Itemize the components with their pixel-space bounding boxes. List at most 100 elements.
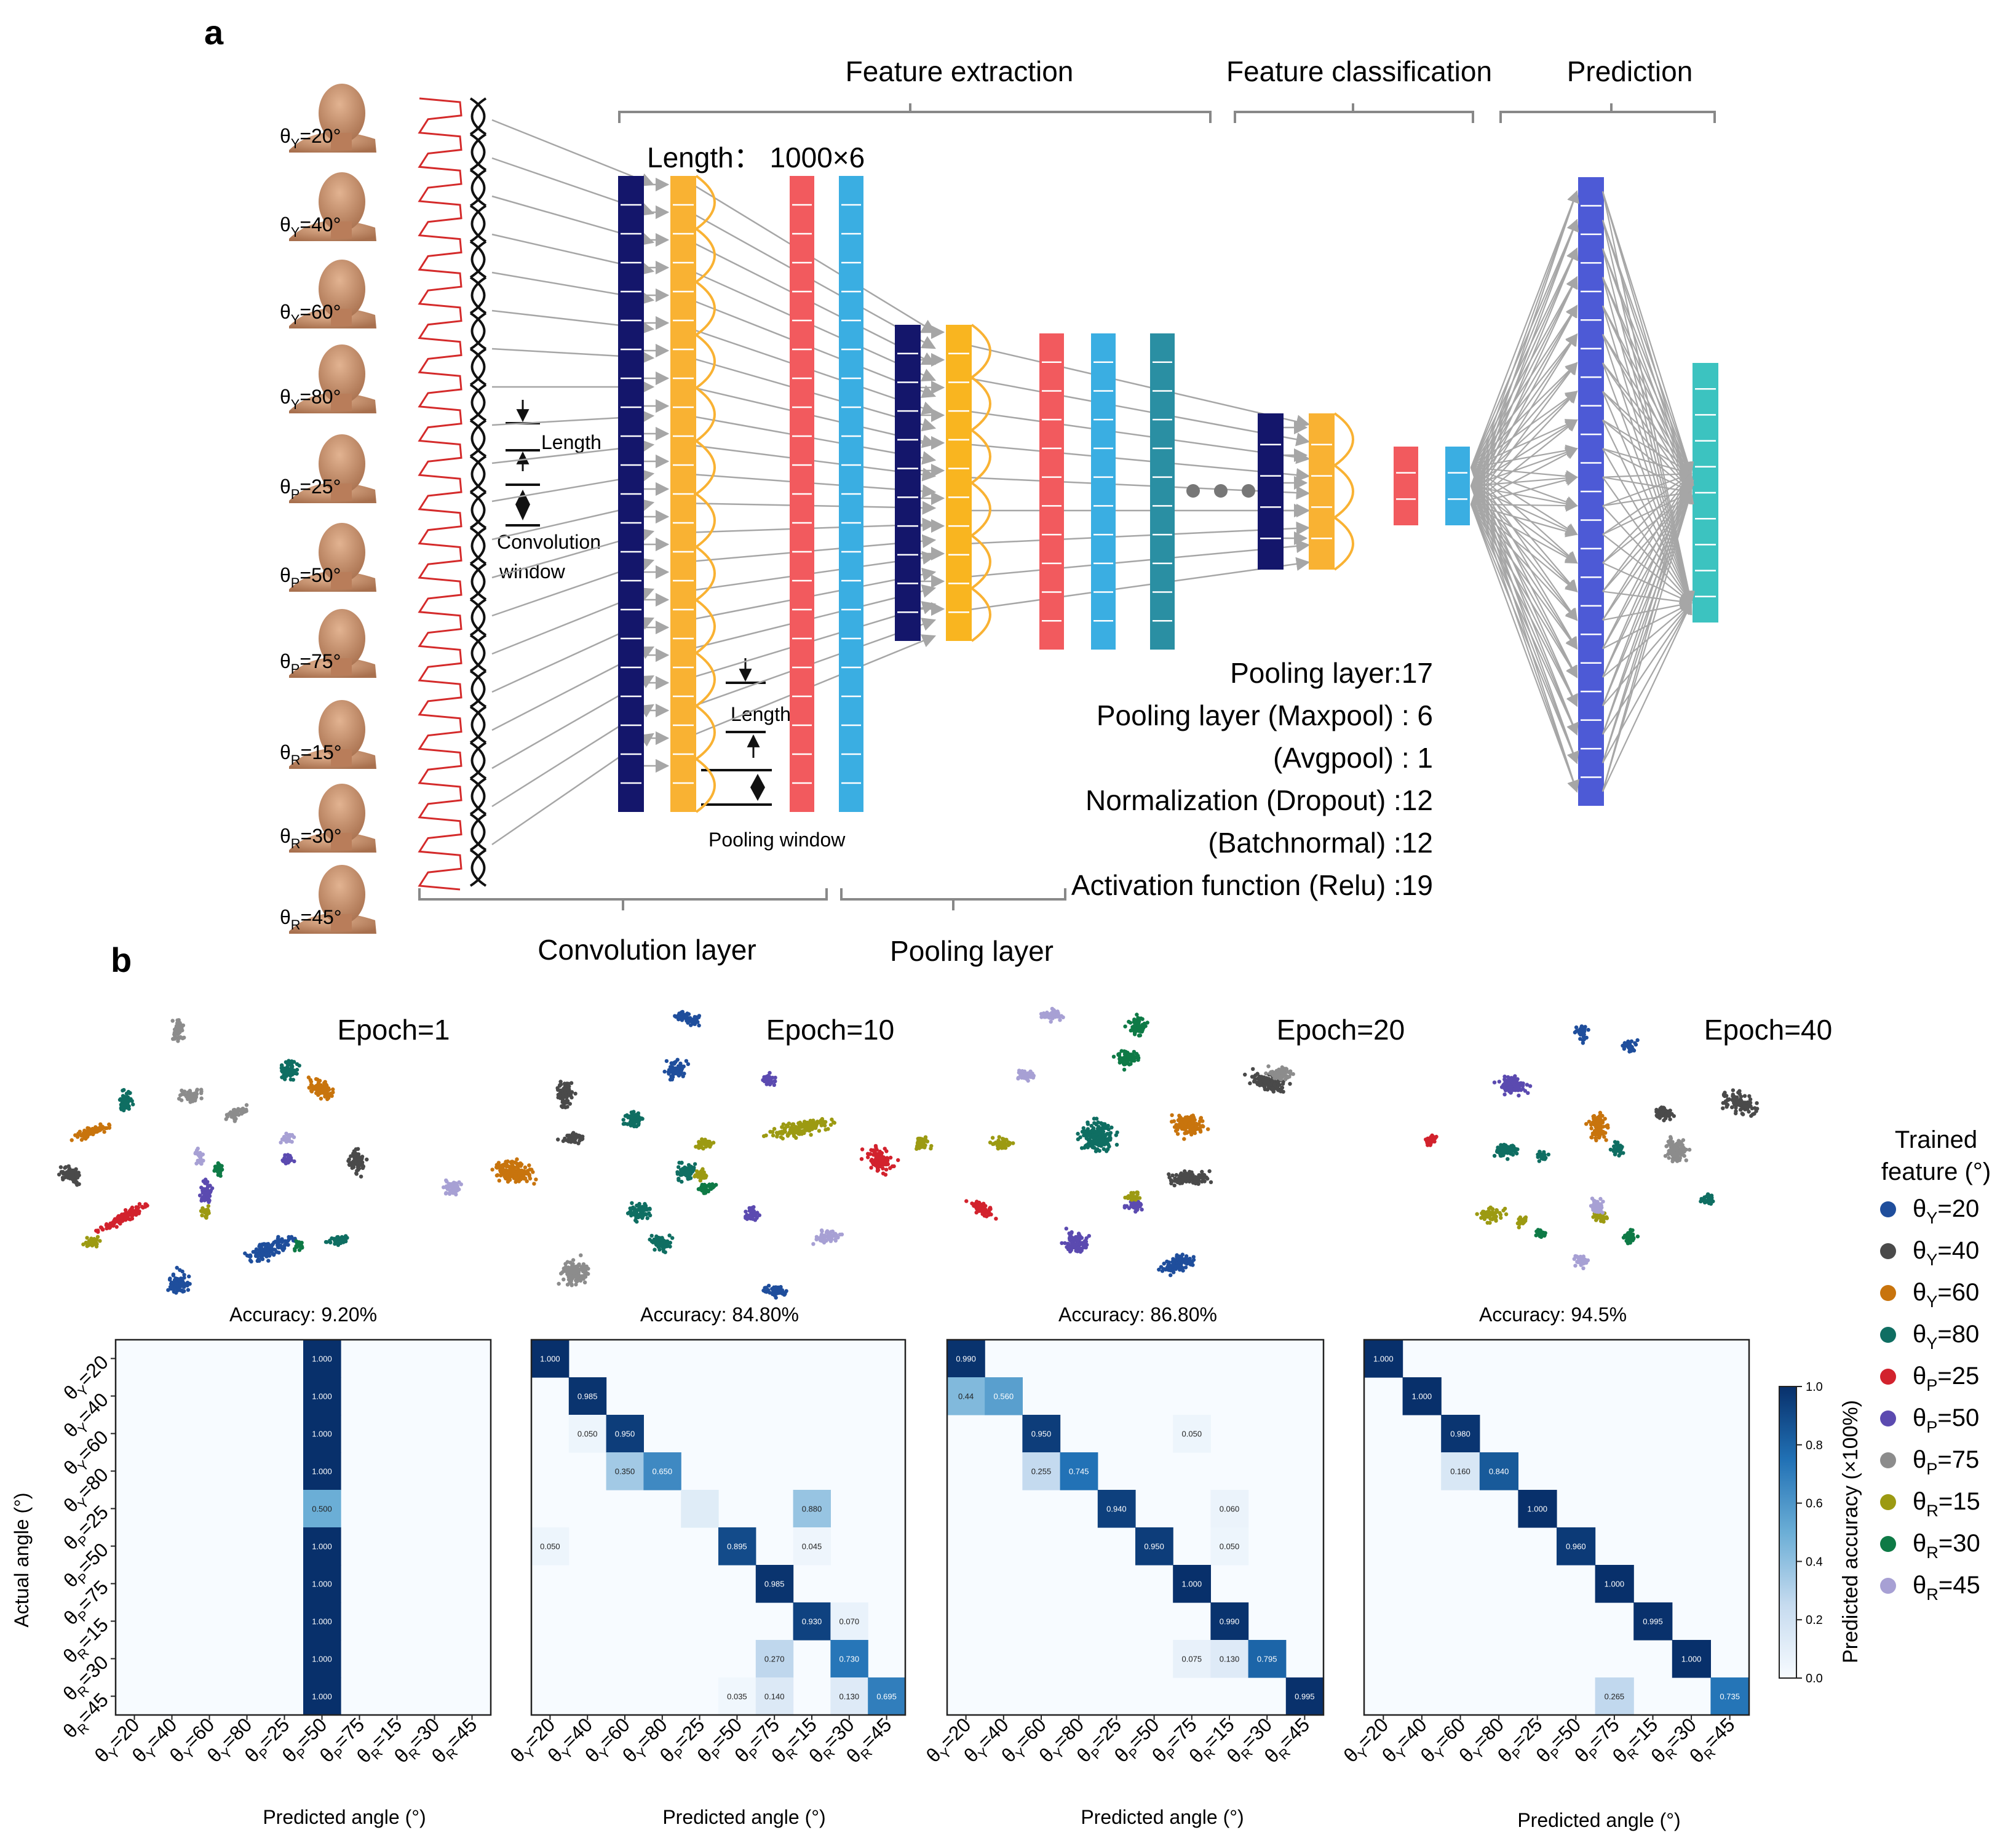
tsne-point: [306, 1075, 311, 1080]
tsne-point: [997, 1135, 1001, 1139]
tsne-point: [661, 1247, 665, 1251]
tsne-point: [170, 1019, 175, 1023]
dense-in-connection: [1470, 362, 1578, 487]
tsne-point: [1745, 1104, 1750, 1109]
tsne-point: [206, 1209, 211, 1214]
tsne-point: [1592, 1132, 1597, 1137]
tsne-point: [676, 1017, 681, 1022]
tsne-point: [194, 1091, 199, 1096]
tsne-point: [820, 1121, 825, 1126]
tsne-point: [1090, 1140, 1095, 1145]
head-label-4-sub: Y: [291, 397, 300, 412]
dense-out-connection: [1602, 467, 1693, 480]
tsne-point: [291, 1078, 295, 1082]
tsne-point: [1601, 1129, 1606, 1134]
tsne-point: [58, 1165, 63, 1169]
tsne-point: [206, 1190, 211, 1195]
tsne-cluster: [280, 1153, 296, 1166]
tsne-point: [686, 1062, 691, 1067]
tsne-point: [632, 1113, 637, 1118]
tsne-point: [286, 1156, 290, 1161]
tsne-point: [1132, 1020, 1137, 1025]
head-face: [319, 523, 365, 582]
tsne-point: [1132, 1049, 1137, 1054]
tsne-point: [1106, 1127, 1111, 1132]
tsne-point: [1424, 1139, 1429, 1143]
tsne-point: [685, 1014, 689, 1019]
tsne-point: [1505, 1149, 1509, 1153]
tsne-panel-1: [57, 1018, 369, 1295]
tsne-point: [1137, 1033, 1141, 1038]
tsne-point: [1130, 1198, 1135, 1202]
tsne-point: [1258, 1082, 1263, 1086]
dense-in-connection: [1470, 333, 1578, 487]
tsne-point: [1599, 1120, 1603, 1124]
tsne-point: [564, 1094, 568, 1099]
tsne-point: [244, 1103, 249, 1107]
tsne-point: [1752, 1112, 1756, 1116]
tsne-point: [532, 1182, 536, 1186]
tsne-point: [1174, 1172, 1179, 1177]
tsne-point: [204, 1215, 208, 1220]
pool2-window-curves-curve: [970, 324, 991, 642]
dense-out-connection: [1601, 491, 1694, 735]
tsne-point: [1286, 1070, 1291, 1074]
tsne-point: [648, 1213, 653, 1218]
head-neck: [331, 658, 352, 675]
tsne-point: [1175, 1132, 1180, 1136]
tsne-point: [704, 1188, 708, 1193]
stat-line-5: (Batchnormal) :12: [1208, 827, 1433, 859]
tsne-point: [745, 1215, 750, 1220]
tsne-point: [1265, 1088, 1270, 1092]
tsne-point: [558, 1083, 562, 1088]
tsne-point: [1620, 1145, 1624, 1149]
tsne-point: [1101, 1147, 1106, 1152]
head-label-5-value: =25°: [300, 475, 341, 498]
tsne-point: [1283, 1077, 1288, 1081]
dense-in-connection: [1470, 391, 1578, 487]
tsne-embeddings: [57, 1006, 1760, 1300]
tsne-point: [283, 1153, 287, 1158]
dense-in-connection: [1470, 419, 1578, 487]
tsne-point: [497, 1179, 501, 1183]
tsne-point: [76, 1171, 81, 1175]
tsne-point: [1098, 1132, 1102, 1136]
tsne-point: [1130, 1192, 1135, 1196]
tsne-point: [258, 1243, 262, 1247]
tsne-point: [131, 1102, 135, 1107]
tsne-point: [506, 1179, 510, 1184]
dense-in-connection: [1470, 467, 1578, 621]
tsne-point: [1434, 1134, 1439, 1139]
tsne-point: [1159, 1265, 1164, 1269]
pool3-maxpool-column-block: [1394, 447, 1418, 525]
tsne-point: [1270, 1086, 1274, 1091]
tsne-point: [640, 1116, 645, 1121]
tsne-point: [700, 1140, 704, 1144]
input-connection: [491, 119, 655, 186]
tsne-point: [773, 1079, 777, 1084]
tsne-point: [1495, 1150, 1499, 1154]
dense-in-connection: [1470, 276, 1577, 468]
head-face: [319, 344, 365, 404]
tsne-point: [1102, 1124, 1106, 1129]
tsne-point: [293, 1248, 297, 1253]
tsne-point: [91, 1132, 95, 1137]
tsne-point: [528, 1176, 533, 1181]
tsne-point: [200, 1213, 204, 1218]
tsne-point: [285, 1239, 290, 1243]
head-label-1: θY=20°: [280, 125, 341, 151]
tsne-cluster: [1573, 1024, 1590, 1045]
stage3-connection: [965, 443, 1311, 482]
tsne-cluster: [1492, 1142, 1520, 1161]
head-label-3: θY=60°: [280, 301, 341, 327]
tsne-point: [1085, 1120, 1090, 1124]
tsne-point: [531, 1170, 535, 1174]
head-label-2-value: =40°: [300, 213, 341, 236]
tsne-point: [859, 1157, 864, 1161]
tsne-point: [352, 1156, 357, 1160]
tsne-point: [357, 1158, 361, 1162]
tsne-cluster: [243, 1235, 297, 1263]
tsne-point: [104, 1223, 108, 1228]
pool2-norm-column: [1091, 333, 1116, 650]
dense-in-connection: [1470, 362, 1578, 505]
